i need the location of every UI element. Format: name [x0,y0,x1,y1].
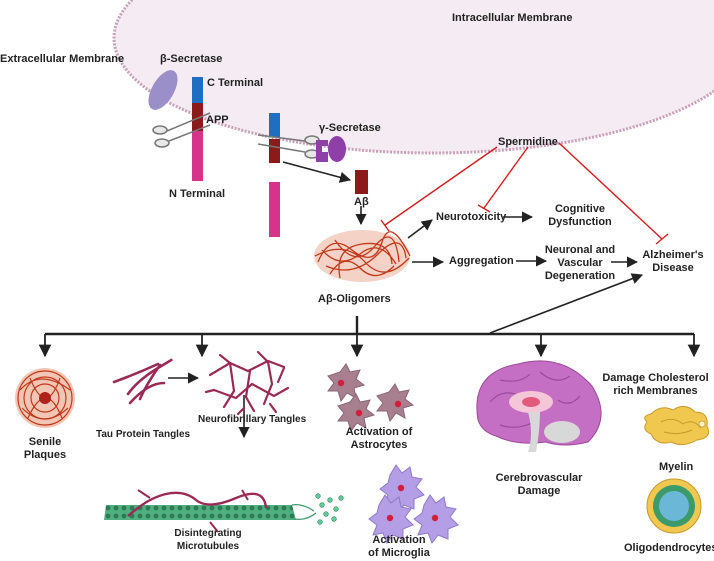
neurotoxicity-label: Neurotoxicity [436,211,507,223]
scissors-icon-gamma [257,134,320,159]
app-label: APP [206,114,229,126]
spermidine-label: Spermidine [498,136,558,148]
app-protein [192,77,203,181]
beta-secretase-shape [148,70,178,110]
extracellular-membrane-label: Extracellular Membrane [0,53,125,65]
abeta-fragment [355,170,368,194]
tau-tangle-image [112,358,173,405]
oligodendrocyte-image [646,478,702,534]
cholesterol-membranes-label: Damage Cholesterol rich Membranes [602,372,709,397]
tau-tangles-label: Tau Protein Tangles [96,429,191,440]
c-terminal-label: C Terminal [207,77,264,89]
alzheimers-disease-label: Alzheimer's Disease [642,249,704,274]
branch-arrows [38,334,701,358]
astrocyte-nuclei [337,379,402,417]
neurofibrillary-tangles-label: Neurofibrillary Tangles [198,414,307,425]
arrows [168,161,644,439]
senile-plaques-label: Senile Plaques [23,436,67,461]
neurofibrillary-image [204,350,290,416]
branch-lines [45,316,694,336]
myelin-label: Myelin [659,461,694,473]
astrocyte-image [327,363,415,433]
inhibition-lines [380,142,669,245]
cognitive-dysfunction-label: Cognitive Dysfunction [548,203,612,228]
scissors-icon-beta [152,112,211,148]
oligodendrocytes-label: Oligodendrocytes [624,542,714,554]
beta-secretase-label: β-Secretase [160,53,223,65]
abeta-oligomer-image [314,230,411,282]
intracellular-membrane-label: Intracellular Membrane [452,12,573,24]
n-terminal-label: N Terminal [169,188,226,200]
abeta-label: Aβ [354,196,369,208]
abeta-oligomers-label: Aβ-Oligomers [318,293,391,305]
microglia-nuclei [386,484,439,522]
neuronal-vascular-label: Neuronal and Vascular Degeneration [544,244,616,282]
cerebrovascular-damage-label: Cerebrovascular Damage [495,472,583,497]
myelin-image [644,406,710,446]
disintegrating-microtubules-label: Disintegrating Microtubules [174,528,242,552]
brain-image [476,360,602,452]
app-cleaved [269,113,280,237]
astrocytes-label: Activation of Astrocytes [345,426,413,451]
cell-membrane [112,0,714,155]
microglia-image [368,464,459,545]
microglia-label: Activation of Microglia [368,534,430,559]
senile-plaque-image [15,368,75,428]
microtubule-image [104,489,344,533]
gamma-secretase-label: γ-Secretase [319,122,381,134]
aggregation-label: Aggregation [449,255,514,267]
gamma-secretase-shape [316,136,346,162]
